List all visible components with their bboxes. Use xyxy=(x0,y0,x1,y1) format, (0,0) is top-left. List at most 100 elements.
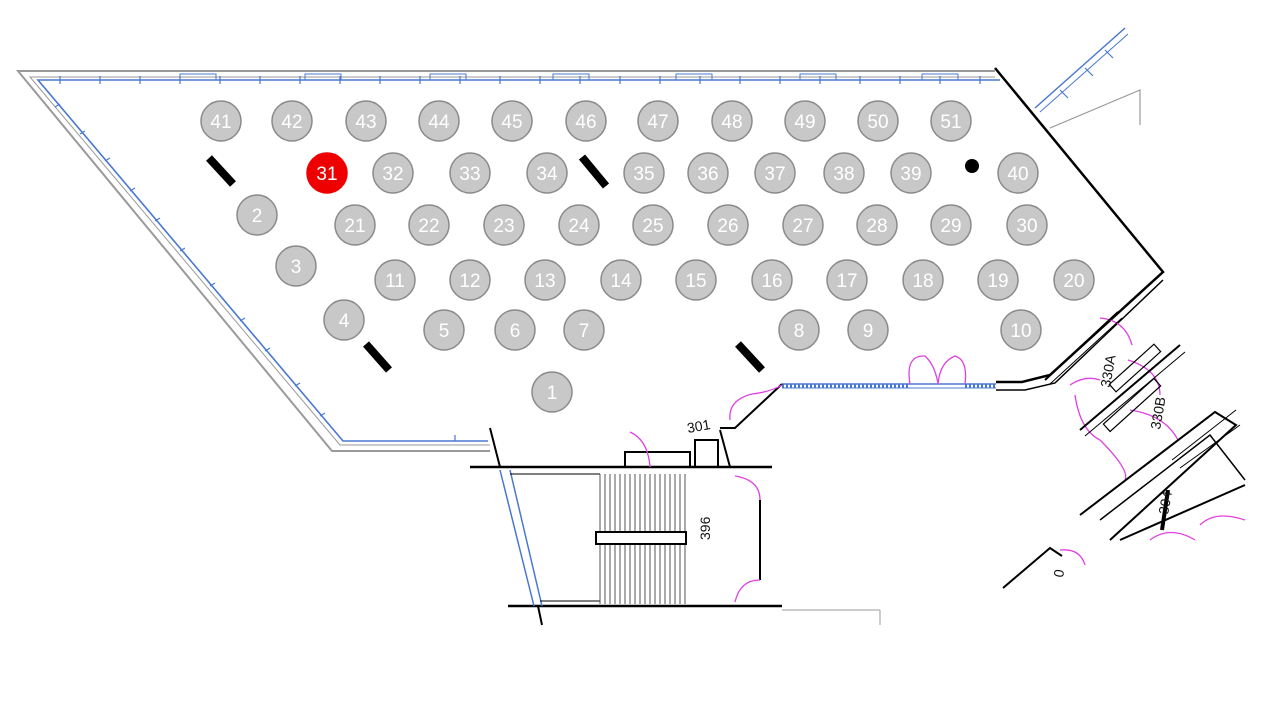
table-circle[interactable] xyxy=(847,309,889,351)
table-circle[interactable] xyxy=(784,100,826,142)
table-circle[interactable] xyxy=(408,204,450,246)
table-circle[interactable] xyxy=(1000,309,1042,351)
table-circle[interactable] xyxy=(372,152,414,194)
table-circle[interactable] xyxy=(374,259,416,301)
table-33[interactable]: 33 xyxy=(449,152,491,194)
table-circle[interactable] xyxy=(449,152,491,194)
table-circle[interactable] xyxy=(531,371,573,413)
table-32[interactable]: 32 xyxy=(372,152,414,194)
table-10[interactable]: 10 xyxy=(1000,309,1042,351)
table-29[interactable]: 29 xyxy=(930,204,972,246)
table-circle[interactable] xyxy=(751,259,793,301)
table-circle[interactable] xyxy=(977,259,1019,301)
table-circle[interactable] xyxy=(711,100,753,142)
table-36[interactable]: 36 xyxy=(687,152,729,194)
table-27[interactable]: 27 xyxy=(782,204,824,246)
table-31[interactable]: 31 xyxy=(306,152,348,194)
table-46[interactable]: 46 xyxy=(565,100,607,142)
table-circle-selected[interactable] xyxy=(306,152,348,194)
table-circle[interactable] xyxy=(623,152,665,194)
table-37[interactable]: 37 xyxy=(754,152,796,194)
table-9[interactable]: 9 xyxy=(847,309,889,351)
table-30[interactable]: 30 xyxy=(1006,204,1048,246)
table-22[interactable]: 22 xyxy=(408,204,450,246)
table-circle[interactable] xyxy=(930,204,972,246)
table-circle[interactable] xyxy=(754,152,796,194)
table-circle[interactable] xyxy=(563,309,605,351)
table-28[interactable]: 28 xyxy=(856,204,898,246)
table-14[interactable]: 14 xyxy=(600,259,642,301)
table-17[interactable]: 17 xyxy=(826,259,868,301)
table-15[interactable]: 15 xyxy=(675,259,717,301)
table-41[interactable]: 41 xyxy=(200,100,242,142)
table-3[interactable]: 3 xyxy=(275,245,317,287)
table-47[interactable]: 47 xyxy=(637,100,679,142)
table-2[interactable]: 2 xyxy=(236,194,278,236)
table-circle[interactable] xyxy=(275,245,317,287)
table-circle[interactable] xyxy=(857,100,899,142)
table-51[interactable]: 51 xyxy=(930,100,972,142)
table-circle[interactable] xyxy=(524,259,566,301)
table-circle[interactable] xyxy=(558,204,600,246)
table-6[interactable]: 6 xyxy=(494,309,536,351)
table-8[interactable]: 8 xyxy=(778,309,820,351)
table-25[interactable]: 25 xyxy=(632,204,674,246)
table-45[interactable]: 45 xyxy=(491,100,533,142)
table-circle[interactable] xyxy=(778,309,820,351)
table-circle[interactable] xyxy=(323,299,365,341)
table-50[interactable]: 50 xyxy=(857,100,899,142)
table-4[interactable]: 4 xyxy=(323,299,365,341)
table-circle[interactable] xyxy=(637,100,679,142)
table-12[interactable]: 12 xyxy=(449,259,491,301)
table-circle[interactable] xyxy=(1053,259,1095,301)
table-circle[interactable] xyxy=(823,152,865,194)
table-24[interactable]: 24 xyxy=(558,204,600,246)
table-5[interactable]: 5 xyxy=(423,309,465,351)
table-11[interactable]: 11 xyxy=(374,259,416,301)
table-49[interactable]: 49 xyxy=(784,100,826,142)
table-1[interactable]: 1 xyxy=(531,371,573,413)
table-21[interactable]: 21 xyxy=(334,204,376,246)
table-20[interactable]: 20 xyxy=(1053,259,1095,301)
table-26[interactable]: 26 xyxy=(707,204,749,246)
table-34[interactable]: 34 xyxy=(526,152,568,194)
table-48[interactable]: 48 xyxy=(711,100,753,142)
table-18[interactable]: 18 xyxy=(902,259,944,301)
table-44[interactable]: 44 xyxy=(418,100,460,142)
table-35[interactable]: 35 xyxy=(623,152,665,194)
table-circle[interactable] xyxy=(997,152,1039,194)
table-40[interactable]: 40 xyxy=(997,152,1039,194)
table-circle[interactable] xyxy=(271,100,313,142)
table-circle[interactable] xyxy=(826,259,868,301)
table-circle[interactable] xyxy=(707,204,749,246)
table-circle[interactable] xyxy=(632,204,674,246)
table-circle[interactable] xyxy=(890,152,932,194)
table-circle[interactable] xyxy=(491,100,533,142)
table-circle[interactable] xyxy=(449,259,491,301)
table-circle[interactable] xyxy=(565,100,607,142)
table-38[interactable]: 38 xyxy=(823,152,865,194)
table-circle[interactable] xyxy=(423,309,465,351)
table-circle[interactable] xyxy=(494,309,536,351)
table-circle[interactable] xyxy=(200,100,242,142)
table-circle[interactable] xyxy=(334,204,376,246)
table-circle[interactable] xyxy=(856,204,898,246)
table-circle[interactable] xyxy=(782,204,824,246)
table-circle[interactable] xyxy=(675,259,717,301)
table-23[interactable]: 23 xyxy=(483,204,525,246)
table-circle[interactable] xyxy=(930,100,972,142)
table-13[interactable]: 13 xyxy=(524,259,566,301)
table-circle[interactable] xyxy=(418,100,460,142)
table-39[interactable]: 39 xyxy=(890,152,932,194)
table-43[interactable]: 43 xyxy=(345,100,387,142)
table-circle[interactable] xyxy=(345,100,387,142)
table-circle[interactable] xyxy=(600,259,642,301)
table-42[interactable]: 42 xyxy=(271,100,313,142)
table-19[interactable]: 19 xyxy=(977,259,1019,301)
table-circle[interactable] xyxy=(236,194,278,236)
table-7[interactable]: 7 xyxy=(563,309,605,351)
table-circle[interactable] xyxy=(526,152,568,194)
table-circle[interactable] xyxy=(1006,204,1048,246)
table-16[interactable]: 16 xyxy=(751,259,793,301)
table-circle[interactable] xyxy=(687,152,729,194)
